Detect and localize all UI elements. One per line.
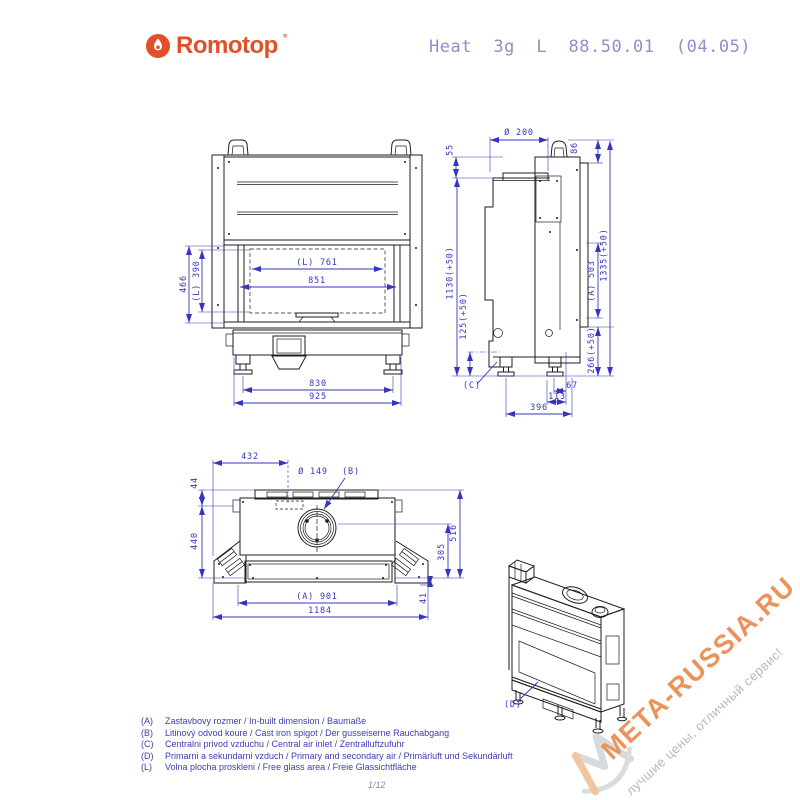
legend: (A) Zastavbovy rozmer / In-built dimensi… (141, 716, 513, 774)
front-foot-left (233, 354, 253, 375)
dim-side-266: 266(+50) (587, 326, 597, 373)
legend-code: (A) (141, 716, 153, 726)
dim-top-440: 440 (190, 532, 200, 550)
legend-text: Volna plocha proskleni / Free glass area… (165, 762, 417, 773)
legend-item-b: (B) Litinový odvod koure / Cast iron spi… (141, 728, 513, 740)
page-title: Heat 3g L 88.50.01 (04.05) (429, 37, 752, 57)
side-foot-front (497, 356, 515, 377)
dim-front-830: 830 (309, 379, 327, 389)
dim-top-149: Ø 149 (298, 466, 328, 477)
legend-item-d: (D) Primarni a sekundarni vzduch / Prima… (141, 751, 513, 763)
dim-top-901: (A) 901 (296, 592, 337, 602)
romotop-logo: Romotop ° (145, 32, 287, 60)
dim-front-466: 466 (179, 275, 189, 293)
dim-front-851: 851 (308, 276, 326, 286)
legend-code: (D) (141, 750, 154, 761)
legend-text: Primarni a sekundarni vzduch / Primary a… (165, 750, 513, 761)
front-foot-right (383, 354, 403, 375)
side-foot-rear (546, 356, 564, 377)
flame-icon (146, 34, 170, 58)
dim-front-925: 925 (309, 392, 327, 402)
legend-code: (C) (141, 739, 154, 750)
legend-item-c: (C) Centralni privod vzduchu / Central a… (141, 739, 513, 751)
logo-text: Romotop (176, 32, 278, 59)
legend-text: Zastavbovy rozmer / In-built dimension /… (165, 716, 367, 726)
dim-side-125: 125(+50) (459, 292, 469, 339)
dim-side-1335: 1335(+50) (600, 228, 610, 281)
dim-side-55: 55 (446, 144, 456, 156)
watermark-logo-icon (571, 732, 635, 796)
dim-top-305: 305 (437, 543, 447, 561)
isometric-view: (D) (504, 559, 627, 734)
dim-top-516: 516 (449, 524, 459, 542)
trademark-dot: ° (282, 33, 288, 45)
dim-side-86: 86 (570, 142, 580, 154)
legend-text: Centralni privod vzduchu / Central air i… (165, 739, 405, 750)
label-b: (B) (342, 467, 360, 477)
dim-side-1130: 1130(+50) (446, 246, 456, 299)
dim-front-390: (L) 390 (192, 260, 202, 301)
dim-top-432: 432 (241, 452, 259, 462)
label-c: (C) (463, 381, 481, 391)
dim-top-44: 44 (190, 477, 200, 489)
label-d: (D) (504, 700, 522, 710)
side-view: Ø 200 55 1130(+50) 125(+50) 86 (A) 503 1… (446, 127, 614, 417)
dim-front-761: (L) 761 (296, 258, 337, 268)
dim-side-200: Ø 200 (504, 127, 534, 138)
page-number: 1/12 (368, 780, 386, 790)
dim-side-503: (A) 503 (587, 260, 597, 301)
top-view: 432 Ø 149 (B) 44 440 516 305 41 (A) 901 (190, 452, 464, 620)
dim-top-1184: 1184 (308, 606, 332, 616)
dim-top-41: 41 (419, 592, 429, 604)
legend-text: Litinový odvod koure / Cast iron spigot … (165, 727, 450, 738)
dim-side-396: 396 (530, 403, 548, 413)
legend-item-l: (L) Volna plocha proskleni / Free glass … (141, 762, 513, 774)
dim-side-113: 113 (548, 392, 566, 402)
legend-code: (B) (141, 727, 153, 738)
watermark: META-RUSSIA.RU лучшие цены, отличный сер… (571, 571, 800, 798)
legend-item-a: (A) Zastavbovy rozmer / In-built dimensi… (141, 716, 513, 728)
legend-code: (L) (141, 762, 152, 773)
dim-side-67: 67 (566, 381, 578, 391)
front-view: (L) 761 851 466 (L) 390 830 925 (179, 139, 423, 406)
